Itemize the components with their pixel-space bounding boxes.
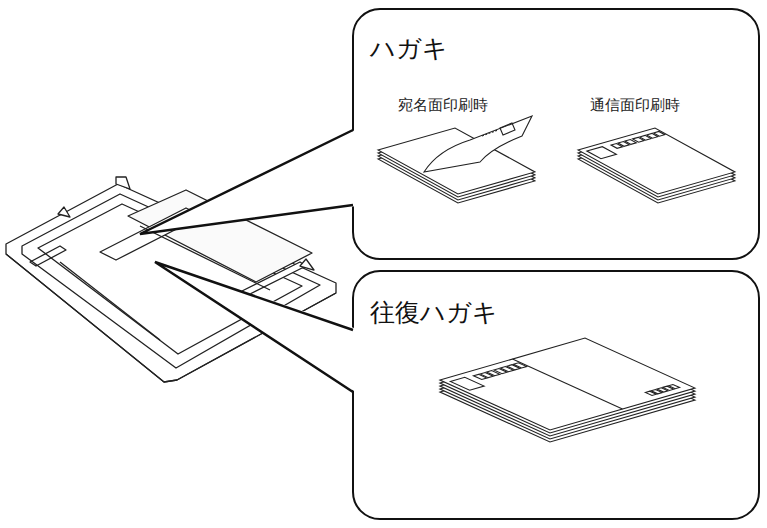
side-guide xyxy=(240,262,306,296)
cassette-tab xyxy=(58,207,70,217)
callout-pointer xyxy=(155,262,357,393)
callout-line xyxy=(140,130,353,234)
callout-fill xyxy=(155,262,357,393)
cassette-tab xyxy=(300,259,314,270)
postcard-stack-address xyxy=(378,116,535,203)
fold-line xyxy=(513,359,623,409)
stamp-box xyxy=(450,377,484,390)
cassette-slot xyxy=(30,246,66,266)
box-heading: ハガキ xyxy=(370,34,448,64)
box-heading: 往復ハガキ xyxy=(370,298,498,328)
cassette-front xyxy=(6,254,336,382)
callout-box: ハガキ宛名面印刷時 通信面印刷時 xyxy=(352,8,760,260)
cassette-rim xyxy=(22,194,320,368)
postal-code-boxes xyxy=(482,130,498,136)
sub-caption: 宛名面印刷時 xyxy=(398,96,488,114)
postal-code-box xyxy=(513,363,526,368)
return-postcard xyxy=(440,338,695,430)
paper-cassette xyxy=(6,177,336,382)
postcard xyxy=(578,128,735,194)
stamp-box xyxy=(587,147,616,159)
guide-line xyxy=(60,262,160,340)
postcard-stack-message xyxy=(578,128,735,203)
edge-guide xyxy=(100,208,202,260)
cassette-body xyxy=(6,184,336,382)
sub-caption: 通信面印刷時 xyxy=(590,96,680,114)
callout-line xyxy=(155,262,353,392)
stamp-box xyxy=(500,123,515,135)
cassette-tab xyxy=(116,177,130,189)
callout-box: 往復ハガキ xyxy=(352,270,760,520)
callout-fill xyxy=(140,129,357,234)
lifted-postcard xyxy=(424,116,532,172)
postal-code-box xyxy=(653,131,664,136)
guide-line xyxy=(140,226,270,290)
return-postcard-stack xyxy=(440,338,695,442)
postal-code-box xyxy=(669,384,680,388)
callout-pointer xyxy=(140,129,357,234)
